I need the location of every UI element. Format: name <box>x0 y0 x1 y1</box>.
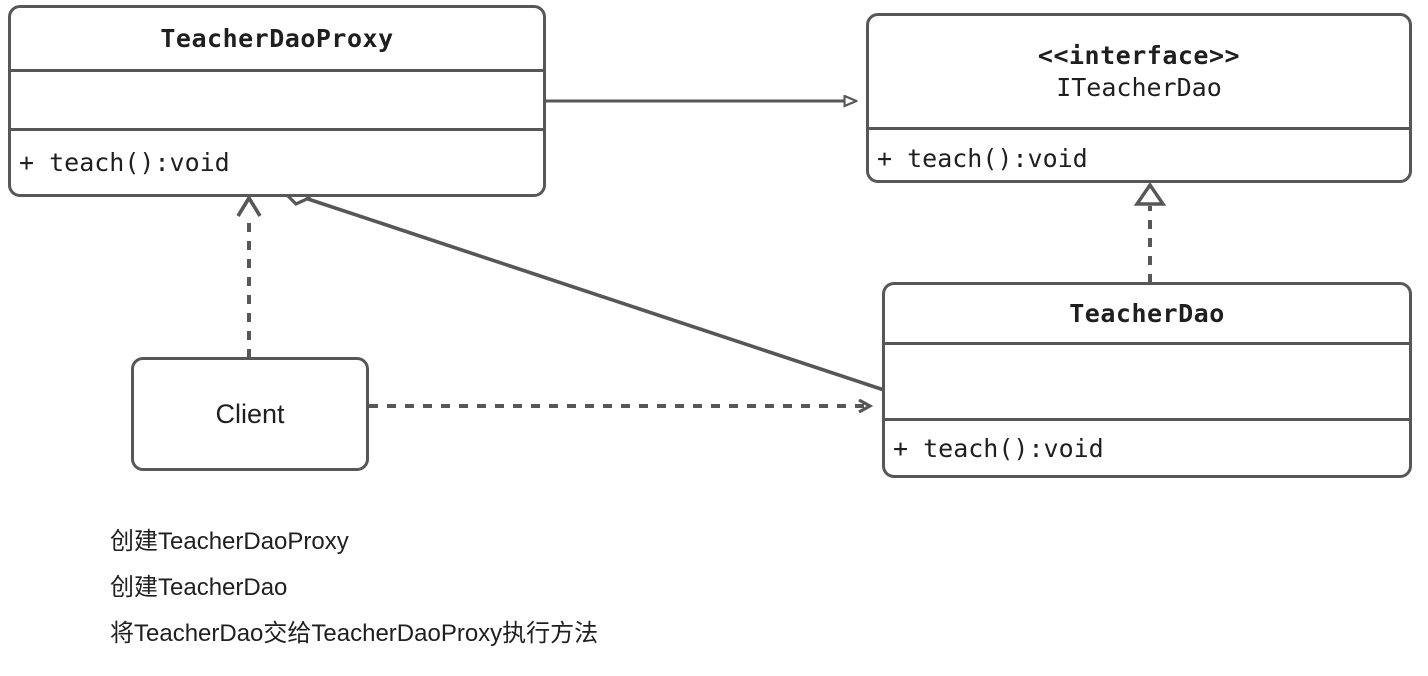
interface-methods-compartment: + teach():void <box>869 127 1409 180</box>
method-label: + teach():void <box>893 433 1104 463</box>
class-methods-compartment: + teach():void <box>885 418 1409 475</box>
class-attributes-compartment <box>885 342 1409 418</box>
notes-list: 创建TeacherDaoProxy 创建TeacherDao 将TeacherD… <box>110 519 598 657</box>
edge-proxy-aggregates-dao <box>280 183 885 392</box>
method-label: + teach():void <box>19 148 230 177</box>
note-line: 创建TeacherDaoProxy <box>110 528 349 555</box>
class-title-compartment: TeacherDaoProxy <box>11 8 543 69</box>
node-box-client[interactable]: Client <box>131 357 369 471</box>
note-line: 创建TeacherDao <box>110 574 288 601</box>
class-box-teacher-dao[interactable]: TeacherDao + teach():void <box>882 282 1412 478</box>
class-box-teacher-dao-proxy[interactable]: TeacherDaoProxy + teach():void <box>8 5 546 197</box>
class-title-compartment: TeacherDao <box>885 285 1409 342</box>
class-box-iteacher-dao[interactable]: <<interface>> ITeacherDao + teach():void <box>866 13 1412 183</box>
interface-title-compartment: <<interface>> ITeacherDao <box>869 16 1409 127</box>
class-attributes-compartment <box>11 69 543 128</box>
edge-dao-realizes-interface <box>1133 181 1167 283</box>
interface-stereotype-label: <<interface>> <box>1037 41 1241 71</box>
class-methods-compartment: + teach():void <box>11 128 543 194</box>
class-name-label: TeacherDaoProxy <box>160 23 394 53</box>
method-label: + teach():void <box>877 143 1088 173</box>
class-name-label: TeacherDao <box>1069 298 1225 328</box>
interface-name-label: ITeacherDao <box>1056 72 1222 102</box>
edge-client-to-proxy <box>236 194 262 358</box>
node-label: Client <box>215 398 285 429</box>
note-line: 将TeacherDao交给TeacherDaoProxy执行方法 <box>110 620 599 647</box>
